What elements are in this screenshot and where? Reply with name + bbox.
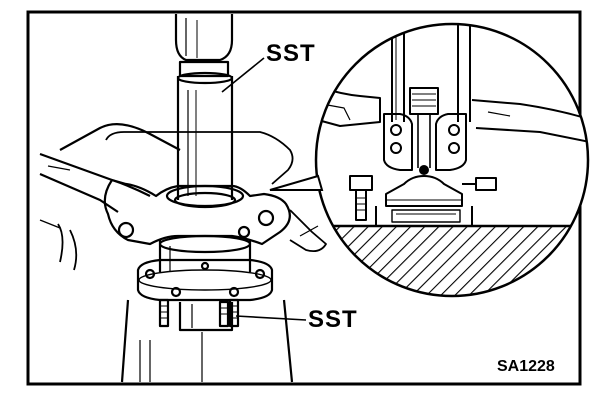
main-assembly: [39, 14, 337, 383]
detail-hub-cone: [385, 175, 463, 207]
detail-pointer: [269, 174, 324, 191]
hub-body: [158, 240, 252, 272]
detail-top-nut: [409, 87, 439, 115]
hub-flange: [136, 258, 274, 302]
sst-top-label: SST: [266, 40, 316, 67]
sst-tube: [176, 76, 234, 200]
hub-bolts: [158, 298, 240, 328]
press-ram-top: [174, 14, 234, 62]
detail-view: [269, 22, 590, 298]
sst-top-leader: [221, 57, 265, 93]
detail-bed-hatch: [316, 226, 588, 296]
lower-arm: [39, 152, 151, 213]
detail-bearing-housing: [383, 113, 413, 171]
sst-support: [178, 302, 234, 332]
press-ram-collar: [178, 60, 230, 78]
sst-bottom-label: SST: [308, 306, 358, 333]
press-bed: [120, 299, 294, 383]
steering-knuckle: [103, 178, 291, 246]
sst-bottom-leader: [235, 315, 307, 321]
figure-code: SA1228: [497, 358, 555, 375]
